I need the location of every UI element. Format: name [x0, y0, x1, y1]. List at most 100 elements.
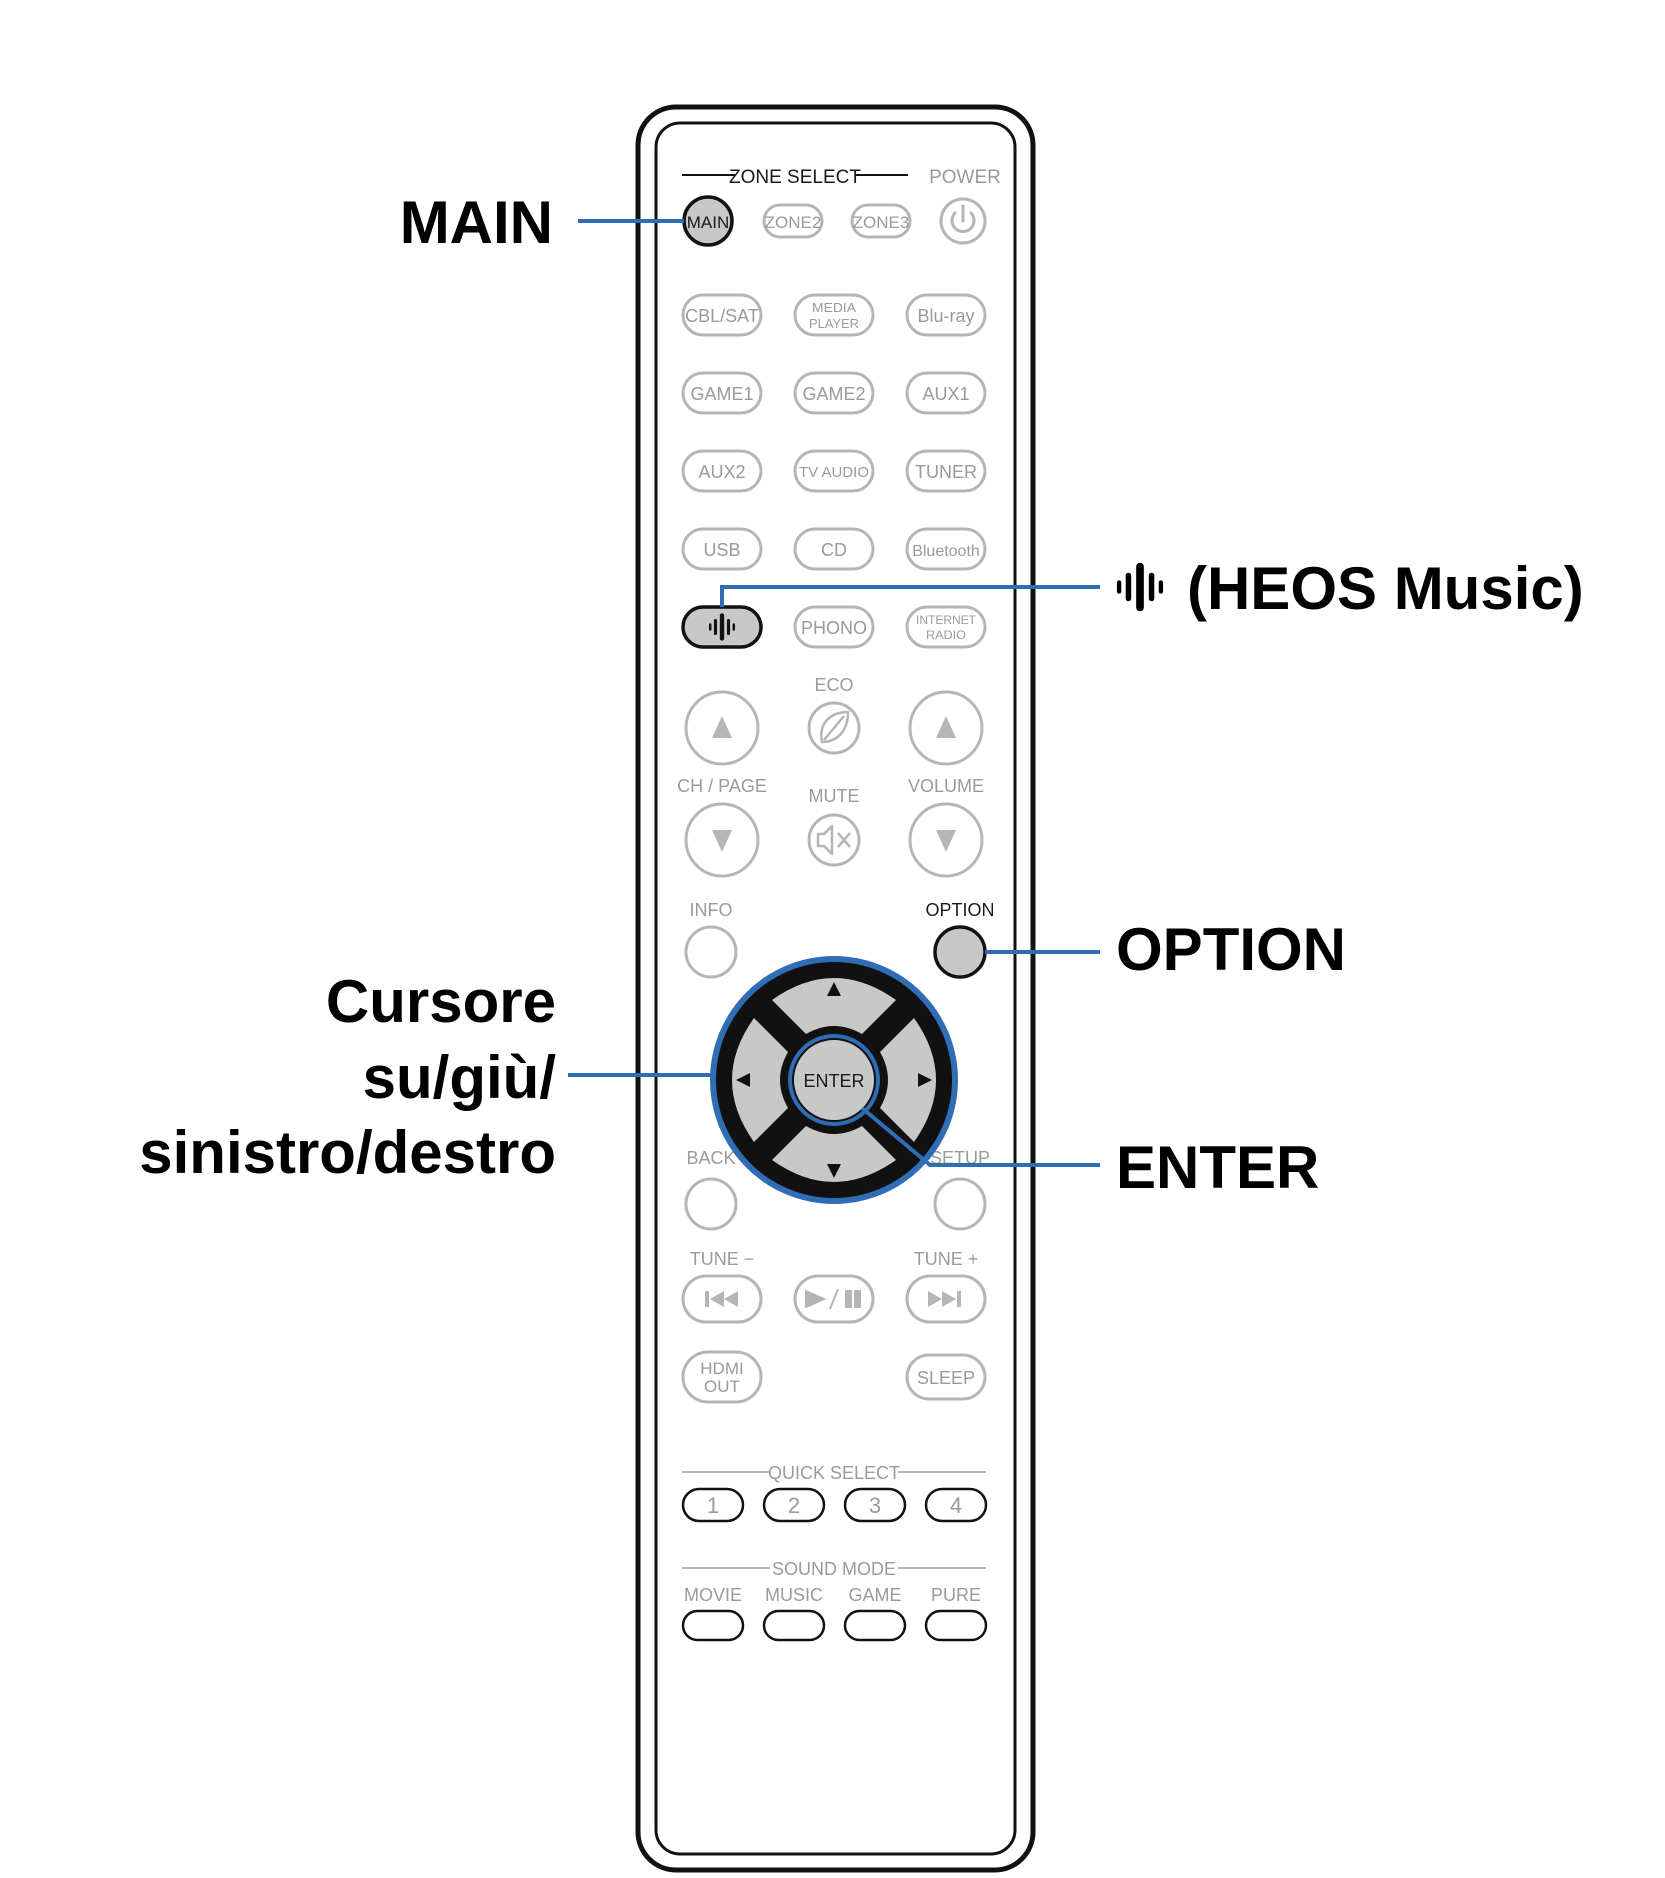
svg-text:HDMI: HDMI: [700, 1359, 743, 1378]
setup-button[interactable]: [933, 1177, 987, 1231]
arrow-down-icon: [827, 1164, 841, 1178]
next-button[interactable]: [905, 1274, 987, 1324]
eco-label: ECO: [814, 675, 853, 695]
bluetooth-label: Bluetooth: [912, 543, 980, 560]
volume-down-button[interactable]: [908, 802, 984, 878]
game2-label: GAME2: [802, 384, 865, 404]
previous-button[interactable]: [681, 1274, 763, 1324]
tv-audio-label: TV AUDIO: [799, 464, 869, 481]
source-button-tuner[interactable]: TUNER: [905, 449, 987, 493]
source-button-phono[interactable]: PHONO: [793, 605, 875, 649]
svg-text:OUT: OUT: [704, 1377, 740, 1396]
tuner-label: TUNER: [915, 462, 977, 482]
option-button[interactable]: [933, 925, 987, 979]
back-button[interactable]: [684, 1177, 738, 1231]
game-label: GAME: [848, 1585, 901, 1605]
skip-forward-icon: [928, 1291, 961, 1307]
main-zone-button[interactable]: MAIN: [682, 195, 734, 247]
callout-enter: ENTER: [1116, 1134, 1319, 1201]
tune-plus-label: TUNE +: [914, 1249, 979, 1269]
quick-select-3-button[interactable]: 3: [843, 1487, 907, 1523]
enter-key-label: ENTER: [803, 1071, 864, 1091]
sound-mode-movie-button[interactable]: [681, 1609, 745, 1642]
source-button-tv-audio[interactable]: TV AUDIO: [793, 449, 875, 493]
pure-label: PURE: [931, 1585, 981, 1605]
sleep-button[interactable]: SLEEP: [905, 1353, 987, 1401]
quick-select-2-button[interactable]: 2: [762, 1487, 826, 1523]
quick-select-1-button[interactable]: 1: [681, 1487, 745, 1523]
power-button[interactable]: [939, 197, 987, 245]
source-button-bluetooth[interactable]: Bluetooth: [905, 527, 987, 571]
source-button-game2[interactable]: GAME2: [793, 371, 875, 415]
zone2-button[interactable]: ZONE2: [762, 203, 824, 239]
source-button-game1[interactable]: GAME1: [681, 371, 763, 415]
svg-text:INTERNET: INTERNET: [916, 613, 977, 627]
info-button[interactable]: [684, 925, 738, 979]
svg-text:MEDIA: MEDIA: [812, 300, 856, 315]
channel-down-button[interactable]: [684, 802, 760, 878]
triangle-down-icon: [936, 830, 956, 852]
callout-option: OPTION: [1116, 916, 1346, 983]
aux1-label: AUX1: [922, 384, 969, 404]
source-button-blu-ray[interactable]: Blu-ray: [905, 293, 987, 337]
callout-heos: (HEOS Music): [1187, 555, 1584, 622]
quick-select-label: QUICK SELECT: [768, 1463, 900, 1483]
source-button-media-player[interactable]: MEDIA PLAYER: [793, 293, 875, 337]
option-key-label: OPTION: [925, 900, 994, 920]
volume-up-button[interactable]: [908, 690, 984, 766]
callout-cursor-line3: sinistro/destro: [139, 1119, 556, 1186]
quick-select-4-button[interactable]: 4: [924, 1487, 988, 1523]
movie-label: MOVIE: [684, 1585, 742, 1605]
callout-main: MAIN: [400, 189, 553, 256]
skip-back-icon: [705, 1291, 738, 1307]
blu-ray-label: Blu-ray: [917, 306, 974, 326]
source-button-aux2[interactable]: AUX2: [681, 449, 763, 493]
sound-mode-game-button[interactable]: [843, 1609, 907, 1642]
callout-cursor-line2: su/giù/: [363, 1044, 557, 1111]
quick-select-2-label: 2: [788, 1493, 800, 1518]
quick-select-1-label: 1: [707, 1493, 719, 1518]
leader-enter: [860, 1106, 1100, 1167]
source-button-aux1[interactable]: AUX1: [905, 371, 987, 415]
source-button-cd[interactable]: CD: [793, 527, 875, 571]
heos-music-button[interactable]: [681, 605, 763, 649]
cursor-up-button[interactable]: [772, 978, 896, 1034]
ch-page-label: CH / PAGE: [677, 776, 767, 796]
zone3-button[interactable]: ZONE3: [850, 203, 912, 239]
play-pause-icon: [805, 1288, 861, 1310]
svg-text:RADIO: RADIO: [926, 628, 966, 642]
sound-mode-label: SOUND MODE: [772, 1559, 896, 1579]
quick-select-3-label: 3: [869, 1493, 881, 1518]
cbl-sat-label: CBL/SAT: [685, 306, 759, 326]
back-label: BACK: [686, 1148, 735, 1168]
source-button-internet-radio[interactable]: INTERNET RADIO: [905, 605, 987, 649]
cursor-left-button[interactable]: [732, 1018, 788, 1142]
mute-button[interactable]: [807, 813, 861, 867]
cd-label: CD: [821, 540, 847, 560]
play-pause-button[interactable]: [793, 1274, 875, 1324]
sound-mode-pure-button[interactable]: [924, 1609, 988, 1642]
leader-heos: [720, 585, 1100, 607]
hdmi-out-button[interactable]: HDMI OUT: [681, 1350, 763, 1404]
sound-mode-music-button[interactable]: [762, 1609, 826, 1642]
callout-heos-icon: [1116, 562, 1164, 612]
power-label: POWER: [929, 167, 1001, 188]
cursor-down-button[interactable]: [772, 1126, 896, 1182]
triangle-down-icon: [712, 830, 732, 852]
source-button-usb[interactable]: USB: [681, 527, 763, 571]
cursor-right-button[interactable]: [880, 1018, 936, 1142]
triangle-up-icon: [936, 716, 956, 738]
source-button-cbl-sat[interactable]: CBL/SAT: [681, 293, 763, 337]
channel-up-button[interactable]: [684, 690, 760, 766]
leader-lines: [568, 219, 1100, 1167]
main-zone-button-label: MAIN: [687, 213, 730, 232]
zone2-button-label: ZONE2: [765, 213, 822, 232]
volume-label: VOLUME: [908, 776, 984, 796]
callout-cursor-line1: Cursore: [326, 968, 556, 1035]
eco-button[interactable]: [807, 701, 861, 755]
phono-label: PHONO: [801, 618, 867, 638]
enter-button[interactable]: ENTER: [788, 1034, 880, 1126]
arrow-right-icon: [918, 1073, 932, 1087]
arrow-up-icon: [827, 982, 841, 996]
